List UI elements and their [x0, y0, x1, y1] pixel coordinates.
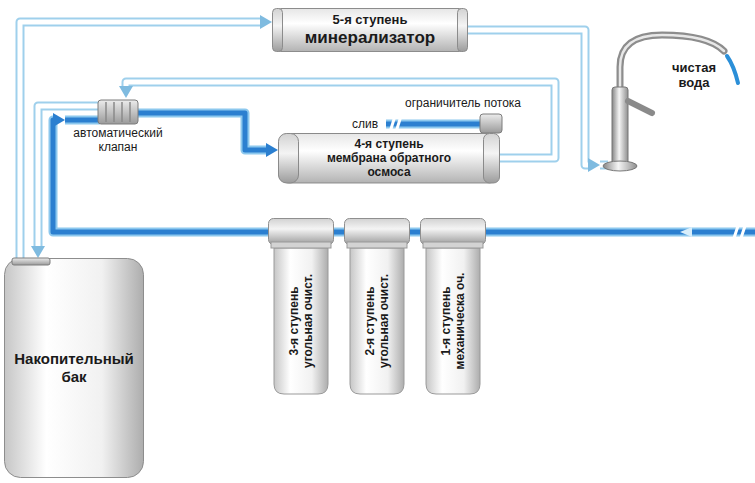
text-box: чистая вода — [662, 61, 726, 91]
pipe-stub — [136, 109, 171, 118]
housing-cap — [421, 219, 486, 245]
arrow-head — [588, 158, 600, 172]
end-cap — [279, 134, 299, 183]
text-box: 5-я ступеньминерализатор — [272, 8, 468, 52]
node-text: угольная очист. — [301, 274, 315, 368]
node-shape — [65, 98, 171, 126]
node-text: 2-я ступень — [363, 286, 377, 355]
text-box: 3-я ступеньугольная очист. — [279, 251, 323, 391]
faucet-lever — [628, 101, 652, 113]
node-text: 4-я ступень — [354, 137, 423, 151]
pipe-core — [38, 106, 65, 248]
pipe-stub-core — [136, 111, 171, 116]
break-mark — [733, 223, 739, 241]
node-text: угольная очист. — [377, 274, 391, 368]
text-box: 4-я ступеньмембрана обратного осмоса — [278, 133, 500, 183]
faucet-body — [612, 87, 628, 165]
flow-arrow — [680, 227, 692, 237]
pipe-wall — [20, 22, 262, 258]
faucet-base — [603, 161, 637, 171]
text-box: 2-я ступеньугольная очист. — [355, 251, 399, 391]
node-text: минерализатор — [305, 28, 435, 48]
housing-cap — [345, 219, 410, 245]
storage-tank: Накопительный бак — [4, 258, 144, 478]
pipe-core — [53, 120, 268, 232]
part-label: ограничитель потока — [405, 96, 521, 110]
pipe-core — [20, 22, 262, 258]
pipe-stub-core — [65, 118, 100, 123]
auto-valve: автоматический клапан — [65, 98, 171, 155]
pipe-core — [334, 230, 344, 235]
pipe-connector — [171, 113, 278, 157]
pipe-wall — [38, 106, 65, 248]
pipe-wall — [334, 228, 344, 237]
node-text: 5-я ступень — [333, 13, 408, 28]
tank-body — [5, 259, 144, 478]
housing-body — [350, 248, 404, 394]
mineralizer-cartridge: 5-я ступеньминерализатор — [272, 8, 468, 52]
pipe-stub — [65, 116, 100, 125]
housing-body — [274, 248, 328, 394]
pipe-core — [410, 230, 420, 235]
node-text: 1-я ступень — [439, 286, 453, 355]
pipe-connector — [53, 113, 268, 232]
pipe-wall — [410, 228, 420, 237]
pipe-wall — [53, 120, 268, 232]
tank-fitting — [12, 258, 50, 265]
arrow-head — [53, 113, 65, 127]
pipe-stub-core — [65, 104, 100, 109]
pipe-wall — [171, 113, 268, 150]
flow-restrictor — [480, 114, 502, 133]
node-text: Накопительный бак — [12, 350, 136, 386]
node-text: чистая вода — [662, 61, 726, 91]
node-text: автоматический клапан — [68, 126, 168, 155]
pipe-core — [171, 113, 268, 150]
membrane-body — [279, 134, 500, 183]
break-mark — [390, 116, 395, 132]
membrane-housing: 4-я ступеньмембрана обратного осмоса — [278, 133, 500, 183]
housing-cap — [269, 219, 334, 245]
pipe-connector — [31, 106, 65, 258]
part-label: слив — [352, 117, 378, 131]
node-text: мембрана обратного осмоса — [314, 151, 464, 179]
cartridge-body — [273, 9, 468, 52]
node-text: 3-я ступень — [287, 286, 301, 355]
node-shape — [600, 25, 748, 185]
faucet: чистая вода — [600, 25, 748, 185]
arrow-head — [260, 15, 272, 29]
valve-body — [98, 100, 138, 124]
text-box: 1-я ступеньмеханическа оч. — [431, 251, 475, 391]
end-cap — [273, 9, 283, 52]
water-stream — [727, 56, 738, 83]
arrow-head — [119, 86, 133, 98]
arrow-head — [266, 143, 278, 157]
pipe-connector — [20, 15, 272, 258]
filter-cartridge: 1-я ступеньмеханическа оч. — [420, 218, 486, 396]
filter-cartridge: 3-я ступеньугольная очист. — [268, 218, 334, 396]
end-cap — [484, 134, 500, 183]
node-text: механическа оч. — [453, 273, 467, 370]
drain-pipe-core — [386, 122, 486, 127]
valve-rib — [105, 102, 107, 122]
pipe-connector — [334, 232, 344, 233]
pipe-connector — [410, 232, 420, 233]
valve-rib — [113, 102, 115, 122]
pipe-stub — [65, 102, 100, 111]
text-box: автоматический клапан — [65, 98, 171, 155]
inlet-pipe-core — [486, 230, 755, 235]
housing-ring — [271, 242, 331, 248]
break-mark — [740, 223, 746, 241]
break-mark — [396, 116, 401, 132]
valve-rib — [129, 102, 131, 122]
housing-ring — [423, 242, 483, 248]
housing-ring — [347, 242, 407, 248]
end-cap — [458, 9, 468, 52]
filter-cartridge: 2-я ступеньугольная очист. — [344, 218, 410, 396]
valve-rib — [121, 102, 123, 122]
inlet-pipe — [486, 228, 755, 237]
housing-body — [426, 248, 480, 394]
arrow-head — [31, 246, 45, 258]
